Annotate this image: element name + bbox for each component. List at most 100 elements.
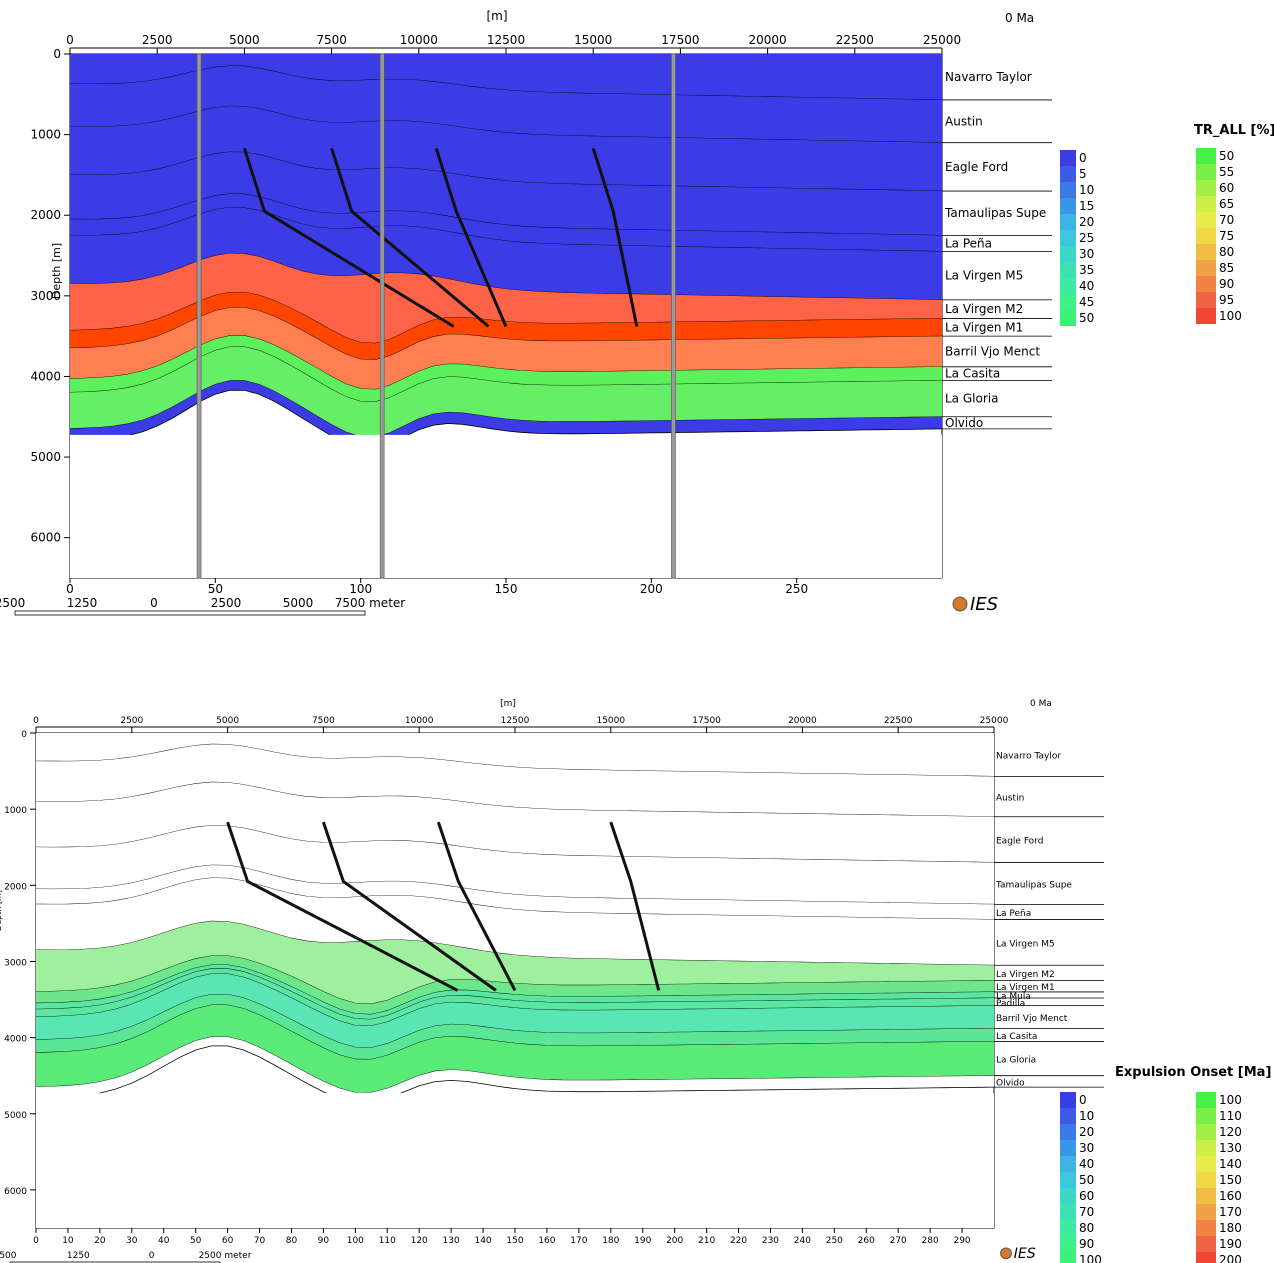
bottom-axis-tick-label: 110: [379, 1236, 396, 1246]
legend-swatch: [1196, 228, 1216, 244]
bottom-axis-tick-label: 60: [222, 1236, 234, 1246]
legend-value: 0: [1079, 151, 1087, 165]
legend-swatch: [1196, 212, 1216, 228]
bottom-axis-tick-label: 240: [794, 1236, 811, 1246]
layer-label: Eagle Ford: [945, 160, 1008, 174]
layer-label: La Casita: [996, 1032, 1037, 1042]
legend-value: 40: [1079, 1157, 1094, 1171]
layer-label: Navarro Taylor: [945, 70, 1032, 84]
legend-swatch: [1196, 292, 1216, 308]
left-axis-tick-label: 0: [21, 730, 27, 740]
layer-austin: [70, 65, 942, 143]
scale-bar-label: 1250: [67, 596, 98, 610]
bottom-axis-tick-label: 50: [208, 582, 223, 596]
legend-value: 20: [1079, 1125, 1094, 1139]
legend-value: 0: [1079, 1093, 1087, 1107]
top-axis-tick-label: 7500: [316, 33, 347, 47]
legend-swatch: [1196, 260, 1216, 276]
bottom-axis-tick-label: 10: [62, 1236, 74, 1246]
legend-value: 65: [1219, 197, 1234, 211]
layer-label: Olvido: [996, 1078, 1025, 1088]
fault-line: [330, 147, 490, 328]
layer-la-gloria: [36, 1005, 994, 1093]
bottom-axis-tick-label: 180: [602, 1236, 619, 1246]
bottom-axis-tick-label: 200: [640, 582, 663, 596]
below-section: [70, 434, 942, 578]
legend-swatch: [1060, 1188, 1076, 1204]
top-axis-tick-label: 22500: [836, 33, 874, 47]
legend-swatch: [1060, 182, 1076, 198]
legend-swatch: [1060, 310, 1076, 326]
bottom-axis-tick-label: 80: [286, 1236, 298, 1246]
bottom-axis-tick-label: 220: [730, 1236, 747, 1246]
top-axis-tick-label: 2500: [142, 33, 173, 47]
left-axis-tick-label: 1000: [30, 128, 61, 142]
layer-label: La Casita: [945, 367, 1000, 381]
time-label: 0 Ma: [1005, 11, 1034, 25]
bottom-axis-tick-label: 90: [318, 1236, 330, 1246]
fault-line: [591, 147, 639, 327]
ies-logo-text: IES: [1014, 1246, 1036, 1262]
layer-tamaulipas-supe: [70, 152, 942, 236]
legend-swatch: [1196, 308, 1216, 324]
layer-la-pe-a: [36, 865, 994, 920]
fault-line: [242, 147, 455, 328]
legend-swatch: [1060, 1204, 1076, 1220]
bottom-axis-tick-label: 100: [347, 1236, 364, 1246]
bottom-axis-tick-label: 250: [785, 582, 808, 596]
top-axis-tick-label: 22500: [884, 716, 913, 726]
legend-swatch: [1196, 180, 1216, 196]
layer-label: La Virgen M5: [996, 939, 1055, 949]
legend-value: 40: [1079, 279, 1094, 293]
bottom-axis-tick-label: 270: [890, 1236, 907, 1246]
left-axis-tick-label: 4000: [30, 369, 61, 383]
left-axis-tick-label: 4000: [4, 1035, 27, 1045]
bottom-axis-tick-label: 200: [666, 1236, 683, 1246]
top-axis-tick-label: 2500: [120, 716, 143, 726]
legend-value: 90: [1219, 277, 1234, 291]
legend-value: 190: [1219, 1237, 1242, 1251]
bottom-axis-tick-label: 30: [126, 1236, 138, 1246]
legend-swatch: [1060, 1092, 1076, 1108]
fault-line: [436, 821, 517, 992]
bottom-axis-tick-label: 290: [953, 1236, 970, 1246]
legend-value: 45: [1079, 295, 1094, 309]
scale-bar-label: 2500: [0, 1251, 17, 1261]
top-axis-tick-label: 7500: [312, 716, 335, 726]
bottom-axis-tick-label: 260: [858, 1236, 875, 1246]
legend-swatch: [1060, 246, 1076, 262]
legend-value: 170: [1219, 1205, 1242, 1219]
bottom-axis-tick-label: 120: [411, 1236, 428, 1246]
top-axis-tick-label: 5000: [216, 716, 239, 726]
legend-swatch: [1196, 148, 1216, 164]
top-axis-label: [m]: [500, 699, 516, 709]
legend-value: 110: [1219, 1109, 1242, 1123]
layer-la-virgen-m1: [36, 955, 994, 1015]
legend-value: 80: [1219, 245, 1234, 259]
top-axis-tick-label: 20000: [788, 716, 817, 726]
left-axis-label: Depth [m]: [50, 243, 63, 299]
bottom-axis-tick-label: 70: [254, 1236, 266, 1246]
legend-swatch: [1196, 276, 1216, 292]
fault-line: [321, 821, 497, 992]
layer-label: Austin: [945, 114, 983, 128]
scale-bar-label: 2500 meter: [199, 1251, 252, 1261]
legend-swatch: [1196, 1156, 1216, 1172]
layer-label: Eagle Ford: [996, 837, 1043, 847]
legend-swatch: [1196, 1108, 1216, 1124]
layer-label: Navarro Taylor: [996, 752, 1061, 762]
bottom-axis-tick-label: 250: [826, 1236, 843, 1246]
legend-value: 10: [1079, 183, 1094, 197]
layer-navarro-taylor: [36, 733, 994, 777]
layer-label: Barril Vjo Menct: [996, 1014, 1068, 1024]
legend-swatch: [1060, 262, 1076, 278]
top-axis-tick-label: 25000: [980, 716, 1009, 726]
scale-bar-label: 7500 meter: [335, 596, 406, 610]
layer-label: Olvido: [945, 416, 983, 430]
legend-swatch: [1196, 1188, 1216, 1204]
layer-label: Austin: [996, 794, 1024, 804]
legend-value: 85: [1219, 261, 1234, 275]
legend-value: 160: [1219, 1189, 1242, 1203]
scale-bar-label: 1250: [67, 1251, 90, 1261]
